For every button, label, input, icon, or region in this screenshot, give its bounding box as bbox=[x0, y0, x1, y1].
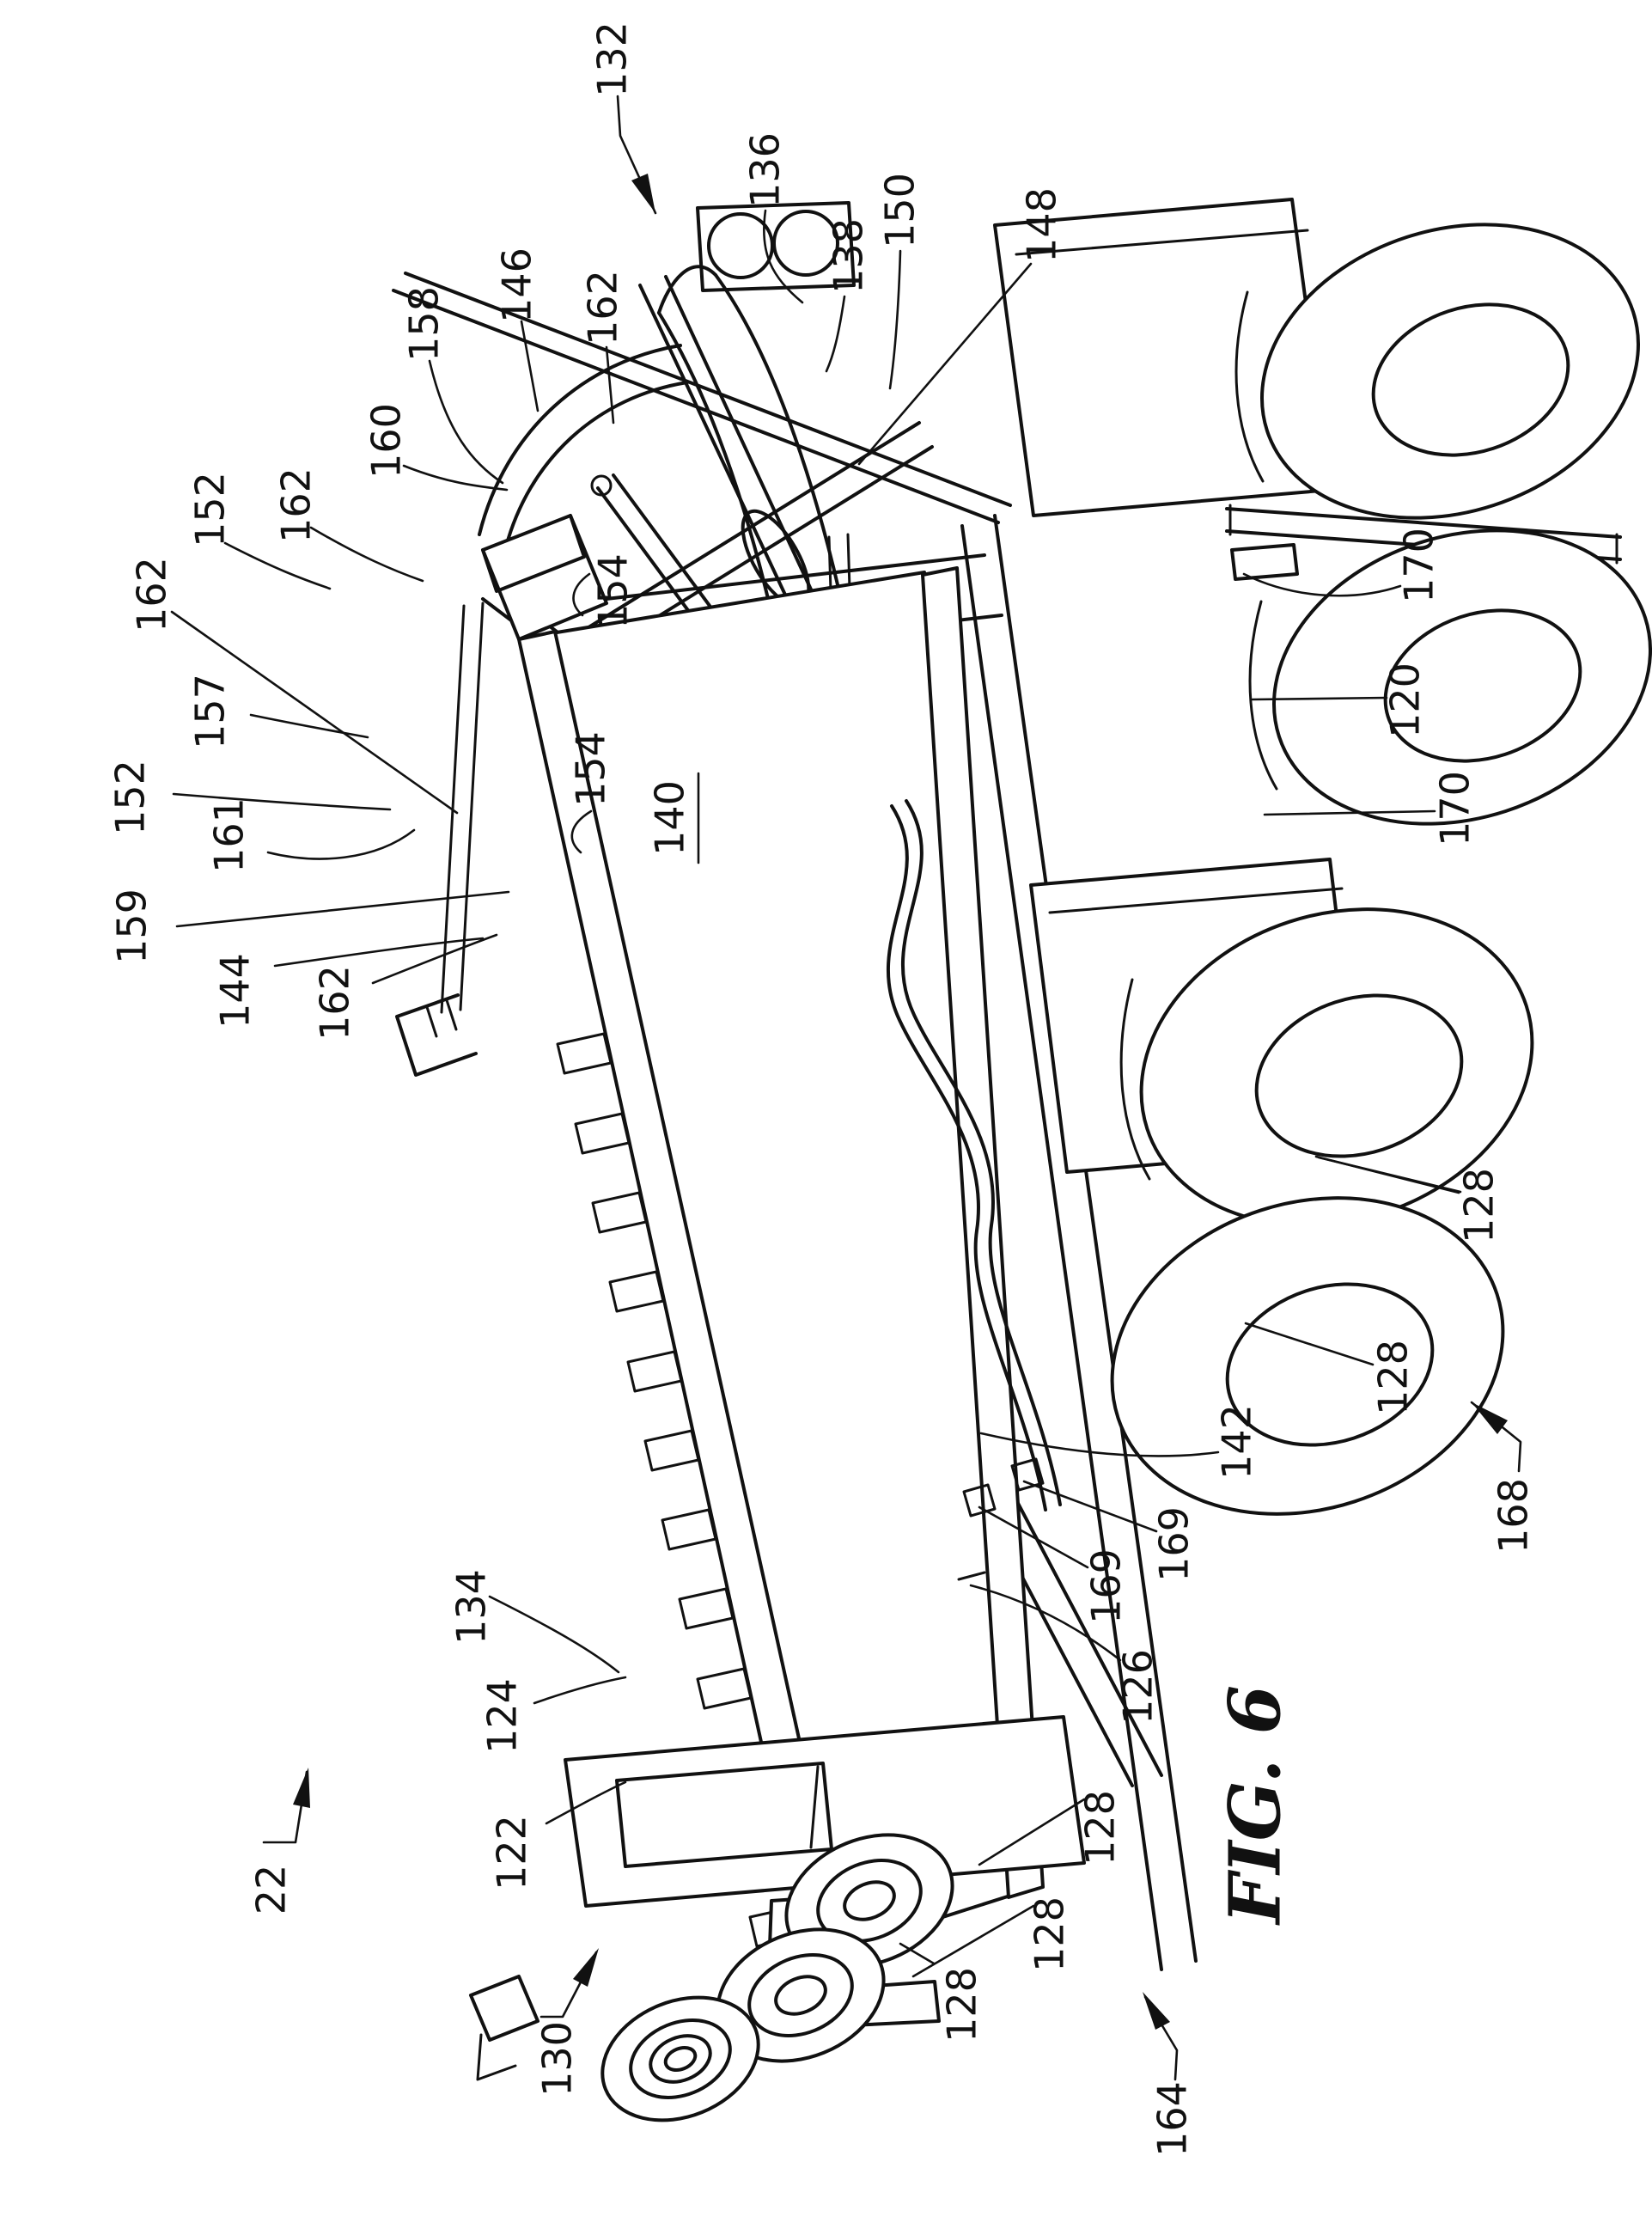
ref-label-text: 161 bbox=[206, 797, 253, 873]
ref-label: 144 bbox=[212, 953, 259, 1029]
ref-label-text: 154 bbox=[590, 553, 637, 629]
ref-label-text: 130 bbox=[534, 2021, 581, 2097]
ref-label: 22 bbox=[248, 1865, 295, 1915]
ref-label: 154 bbox=[590, 553, 637, 629]
ref-label-text: 158 bbox=[401, 286, 448, 362]
ref-label-text: 132 bbox=[589, 21, 636, 97]
ref-label-text: 150 bbox=[877, 173, 924, 248]
ref-label-text: 136 bbox=[742, 132, 789, 208]
ref-label: 152 bbox=[187, 472, 234, 547]
ref-label: 122 bbox=[489, 1815, 535, 1890]
ref-label: 126 bbox=[1115, 1649, 1161, 1725]
ref-label: 136 bbox=[742, 132, 789, 208]
ref-label: 162 bbox=[129, 557, 175, 632]
ref-label: 124 bbox=[479, 1678, 526, 1754]
ref-label: 134 bbox=[448, 1569, 495, 1645]
leader-lines bbox=[170, 95, 1522, 2081]
ref-label-text: 126 bbox=[1115, 1649, 1161, 1725]
ref-label: 128 bbox=[1456, 1168, 1503, 1243]
figure-caption: FIG. 6 bbox=[1214, 1685, 1296, 1926]
ref-label-text: 162 bbox=[580, 270, 626, 345]
ref-label-text: 148 bbox=[1019, 187, 1065, 263]
ref-label: 159 bbox=[109, 889, 155, 964]
ref-label: 169 bbox=[1083, 1548, 1130, 1624]
ref-label: 128 bbox=[939, 1967, 985, 2043]
ref-label-text: 128 bbox=[939, 1967, 985, 2043]
ref-label: 148 bbox=[1019, 187, 1065, 263]
ref-label: 150 bbox=[877, 173, 924, 248]
ref-label: 142 bbox=[1214, 1404, 1260, 1480]
figure-caption-text: FIG. 6 bbox=[1214, 1685, 1296, 1926]
ref-label: 120 bbox=[1382, 663, 1429, 738]
ref-label-text: 170 bbox=[1432, 771, 1478, 846]
ref-label-text: 164 bbox=[1149, 2081, 1196, 2157]
ref-label: 162 bbox=[312, 965, 358, 1041]
ref-label-text: 162 bbox=[273, 467, 320, 543]
ref-label-text: 120 bbox=[1382, 663, 1429, 738]
ref-label: 130 bbox=[534, 2021, 581, 2097]
ref-label: 154 bbox=[568, 731, 614, 807]
ref-label-text: 138 bbox=[826, 218, 872, 294]
ref-label-text: 140 bbox=[647, 780, 693, 856]
ref-label: 169 bbox=[1151, 1506, 1198, 1582]
ref-label-text: 146 bbox=[494, 247, 540, 323]
ref-label: 162 bbox=[580, 270, 626, 345]
ref-label: 128 bbox=[1077, 1790, 1124, 1866]
ref-label-text: 134 bbox=[448, 1569, 495, 1645]
ref-label: 164 bbox=[1149, 2081, 1196, 2157]
ref-label: 161 bbox=[206, 797, 253, 873]
ref-label-text: 128 bbox=[1370, 1340, 1417, 1415]
ref-label-text: 154 bbox=[568, 731, 614, 807]
ref-label: 157 bbox=[187, 674, 234, 749]
ref-label: 170 bbox=[1432, 771, 1478, 846]
ref-label-text: 169 bbox=[1151, 1506, 1198, 1582]
ref-label-text: 144 bbox=[212, 953, 259, 1029]
ref-label: 152 bbox=[107, 760, 154, 835]
arrowhead-132 bbox=[631, 174, 655, 213]
ref-label-text: 152 bbox=[107, 760, 154, 835]
ref-label-text: 169 bbox=[1083, 1548, 1130, 1624]
ref-label-text: 128 bbox=[1077, 1790, 1124, 1866]
ref-label-text: 152 bbox=[187, 472, 234, 547]
ref-label-text: 162 bbox=[312, 965, 358, 1041]
ref-label: 158 bbox=[401, 286, 448, 362]
arrowhead-164 bbox=[1143, 1992, 1170, 2030]
ref-label: 170 bbox=[1396, 528, 1442, 603]
ref-label: 132 bbox=[589, 21, 636, 97]
ref-label: 138 bbox=[826, 218, 872, 294]
ref-label-text: 142 bbox=[1214, 1404, 1260, 1480]
ref-label-text: 160 bbox=[363, 403, 410, 479]
ref-label-text: 162 bbox=[129, 557, 175, 632]
ref-label-text: 128 bbox=[1027, 1896, 1073, 1972]
ref-label: 146 bbox=[494, 247, 540, 323]
ref-label-text: 128 bbox=[1456, 1168, 1503, 1243]
ref-label-text: 159 bbox=[109, 889, 155, 964]
ref-label: 162 bbox=[273, 467, 320, 543]
arrowhead-130 bbox=[573, 1948, 599, 1987]
ref-label-text: 22 bbox=[248, 1865, 295, 1915]
ref-label: 128 bbox=[1370, 1340, 1417, 1415]
machine-drawing bbox=[392, 198, 1652, 2122]
ref-label: 140 bbox=[647, 772, 700, 864]
ref-label-text: 122 bbox=[489, 1815, 535, 1890]
arrowhead-168 bbox=[1472, 1402, 1508, 1434]
ref-label-text: 170 bbox=[1396, 528, 1442, 603]
ref-label: 168 bbox=[1490, 1478, 1537, 1554]
arrowhead-22 bbox=[293, 1768, 310, 1808]
ref-label: 128 bbox=[1027, 1896, 1073, 1972]
ref-label-text: 124 bbox=[479, 1678, 526, 1754]
ref-label: 160 bbox=[363, 403, 410, 479]
ref-label-text: 157 bbox=[187, 674, 234, 749]
ref-label-text: 168 bbox=[1490, 1478, 1537, 1554]
